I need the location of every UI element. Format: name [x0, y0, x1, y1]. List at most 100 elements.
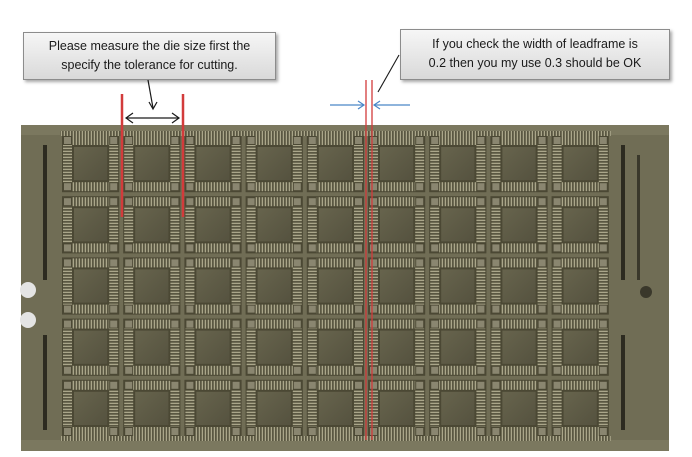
die-leads-bottom	[439, 243, 477, 253]
die-tie-bar	[355, 381, 362, 389]
die-leads-bottom	[561, 243, 599, 253]
die-tie-bar	[247, 381, 255, 389]
die-tie-bar	[110, 244, 118, 252]
die-leads-top	[255, 380, 293, 390]
die-tie-bar	[355, 305, 362, 313]
grid-edge-leads-bottom	[60, 436, 611, 441]
die-tie-bar	[110, 259, 118, 267]
die-leads-right	[170, 267, 180, 305]
die-tie-bar	[599, 381, 607, 389]
die-leads-bottom	[561, 427, 599, 436]
die-pad	[502, 330, 536, 364]
die-pad	[563, 391, 597, 425]
die-tie-bar	[110, 305, 118, 313]
die-leads-left	[430, 328, 440, 366]
die-leads-right	[231, 267, 241, 305]
die-leads-top	[561, 319, 599, 329]
alignment-hole	[20, 312, 36, 328]
die-leads-right	[109, 328, 119, 366]
die-tie-bar	[477, 428, 485, 435]
die-tie-bar	[416, 428, 424, 435]
strip-rail-top	[21, 125, 669, 135]
die-tie-bar	[232, 428, 240, 435]
die-tie-bar	[355, 137, 362, 144]
die-tie-bar	[416, 198, 424, 206]
die-leads-bottom	[561, 182, 599, 192]
die-leads-left	[185, 145, 195, 183]
die-leads-right	[354, 206, 363, 244]
die-tie-bar	[247, 198, 255, 206]
die-tie-bar	[64, 428, 71, 435]
die-leads-right	[537, 206, 547, 244]
die-tie-bar	[431, 320, 439, 328]
die-leads-bottom	[133, 182, 171, 192]
die-tie-bar	[293, 320, 301, 328]
die-pad	[257, 147, 291, 181]
die-tie-bar	[186, 366, 194, 374]
die-pad	[563, 147, 597, 181]
die-leads-right	[476, 267, 486, 305]
die-tie-bar	[308, 137, 316, 144]
die-leads-left	[369, 145, 378, 183]
die-leads-top	[133, 136, 171, 145]
die-tie-bar	[599, 305, 607, 313]
die-pad	[318, 269, 352, 303]
die-leads-top	[194, 136, 232, 145]
rail-slot-left	[43, 145, 47, 280]
die-leads-bottom	[72, 427, 110, 436]
die-tie-bar	[125, 305, 133, 313]
die-tie-bar	[232, 381, 240, 389]
die-tie-bar	[492, 428, 500, 435]
die-tie-bar	[171, 198, 179, 206]
die-pad	[441, 391, 475, 425]
die-tie-bar	[125, 244, 133, 252]
die-pad	[563, 269, 597, 303]
die-tie-bar	[492, 137, 500, 144]
die-leads-bottom	[194, 365, 232, 375]
die-tie-bar	[171, 366, 179, 374]
die-tie-bar	[125, 183, 133, 191]
die-pad	[196, 391, 230, 425]
die-leads-top	[316, 258, 354, 268]
die-leads-top	[72, 197, 110, 207]
die-leads-bottom	[500, 304, 538, 314]
rail-slot-right-lower	[621, 335, 625, 430]
die-leads-left	[552, 389, 562, 427]
die-leads-right	[476, 206, 486, 244]
die-tie-bar	[171, 381, 179, 389]
die-leads-bottom	[194, 304, 232, 314]
die-leads-right	[109, 206, 119, 244]
die-leads-bottom	[316, 365, 354, 375]
die-leads-top	[439, 136, 477, 145]
die-leads-right	[415, 328, 425, 366]
die-tie-bar	[477, 305, 485, 313]
die-tie-bar	[599, 366, 607, 374]
die-leads-right	[292, 145, 302, 183]
die-pad	[135, 391, 169, 425]
die-tie-bar	[293, 137, 301, 144]
die-tie-bar	[171, 428, 179, 435]
die-leads-left	[491, 267, 501, 305]
die-leads-left	[124, 328, 134, 366]
die-tie-bar	[416, 183, 424, 191]
die-tie-bar	[553, 259, 561, 267]
die-tie-bar	[308, 259, 316, 267]
die-leads-right	[231, 206, 241, 244]
die-leads-bottom	[194, 243, 232, 253]
die-leads-top	[561, 136, 599, 145]
die-leads-top	[316, 136, 354, 145]
die-tie-bar	[355, 259, 362, 267]
die-tie-bar	[232, 320, 240, 328]
die-tie-bar	[64, 137, 71, 144]
die-leads-right	[292, 206, 302, 244]
die-leads-left	[185, 389, 195, 427]
callout-die-size: Please measure the die size first the sp…	[23, 32, 276, 80]
die-leads-top	[72, 380, 110, 390]
die-leads-right	[415, 267, 425, 305]
die-tie-bar	[308, 320, 316, 328]
die-leads-left	[307, 389, 317, 427]
die-pad	[502, 147, 536, 181]
die-pad	[257, 391, 291, 425]
die-leads-right	[598, 328, 608, 366]
die-leads-left	[552, 206, 562, 244]
